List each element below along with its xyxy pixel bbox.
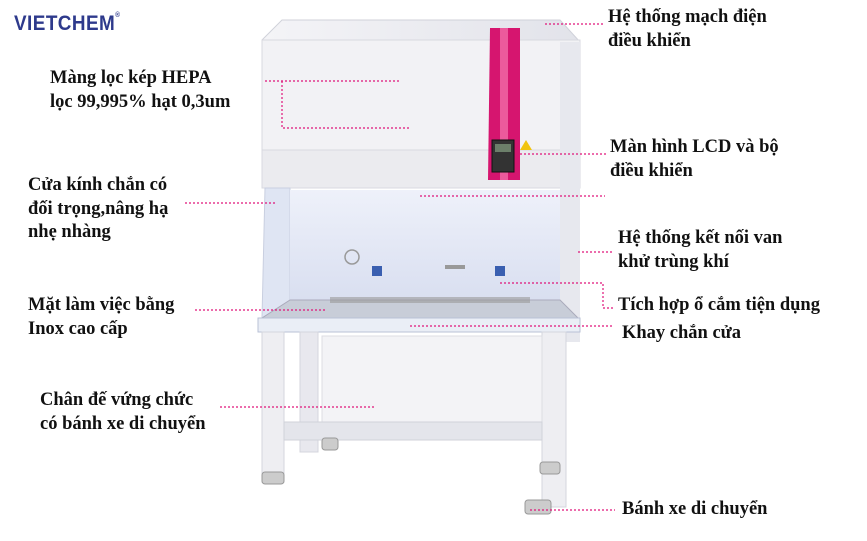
vietchem-logo: VIETCHEM® [14, 12, 121, 35]
stand-panel [321, 335, 543, 423]
cabinet-hood-front [261, 39, 581, 151]
label-line: Hệ thống kết nối van [618, 228, 783, 248]
label-line: đối trọng,nâng hạ [28, 198, 169, 219]
label-hepa-filter: Màng lọc kép HEPA lọc 99,995% hạt 0,3um [50, 67, 230, 114]
label-wheels: Bánh xe di chuyển [622, 498, 767, 522]
label-line: Khay chắn cửa [622, 323, 742, 343]
wheels [261, 437, 561, 515]
label-line: điều khiển [608, 30, 691, 51]
right-side-panel [560, 42, 580, 342]
logo-text: VIETCHEM [14, 12, 116, 35]
label-line: có bánh xe di chuyển [40, 413, 206, 434]
label-line: Chân đế vứng chức [40, 390, 194, 410]
label-control-circuit: Hệ thống mạch điện điều khiển [608, 6, 767, 53]
label-line: Màng lọc kép HEPA [50, 68, 212, 88]
label-line: lọc 99,995% hạt 0,3um [50, 91, 231, 112]
label-line: Bánh xe di chuyển [622, 499, 768, 519]
label-line: Mặt làm việc bằng [28, 295, 175, 315]
label-glass-sash: Cửa kính chắn có đối trọng,nâng hạ nhẹ n… [28, 174, 168, 245]
label-line: Inox cao cấp [28, 318, 128, 339]
label-gas-valve: Hệ thống kết nối van khử trùng khí [618, 227, 782, 274]
leader-lines [185, 23, 615, 511]
label-door-tray: Khay chắn cửa [622, 322, 741, 346]
label-line: Hệ thống mạch điện [608, 7, 767, 27]
label-stand: Chân đế vứng chức có bánh xe di chuyển [40, 389, 206, 436]
label-work-surface: Mặt làm việc bằng Inox cao cấp [28, 294, 174, 341]
stand-shelf [283, 421, 543, 441]
label-line: điều khiển [610, 160, 693, 181]
label-line: khử trùng khí [618, 251, 729, 272]
work-chamber-back [290, 190, 560, 310]
door-tray [257, 317, 581, 333]
label-lcd: Màn hình LCD và bộ điều khiển [610, 136, 779, 183]
label-line: Cửa kính chắn có [28, 175, 168, 195]
label-socket: Tích hợp ổ cắm tiện dụng [618, 294, 820, 318]
label-line: Tích hợp ổ cắm tiện dụng [618, 295, 820, 315]
label-line: nhẹ nhàng [28, 222, 111, 242]
label-line: Màn hình LCD và bộ [610, 137, 779, 157]
glass-sash-side [261, 187, 291, 319]
stand-right-leg [541, 331, 567, 508]
